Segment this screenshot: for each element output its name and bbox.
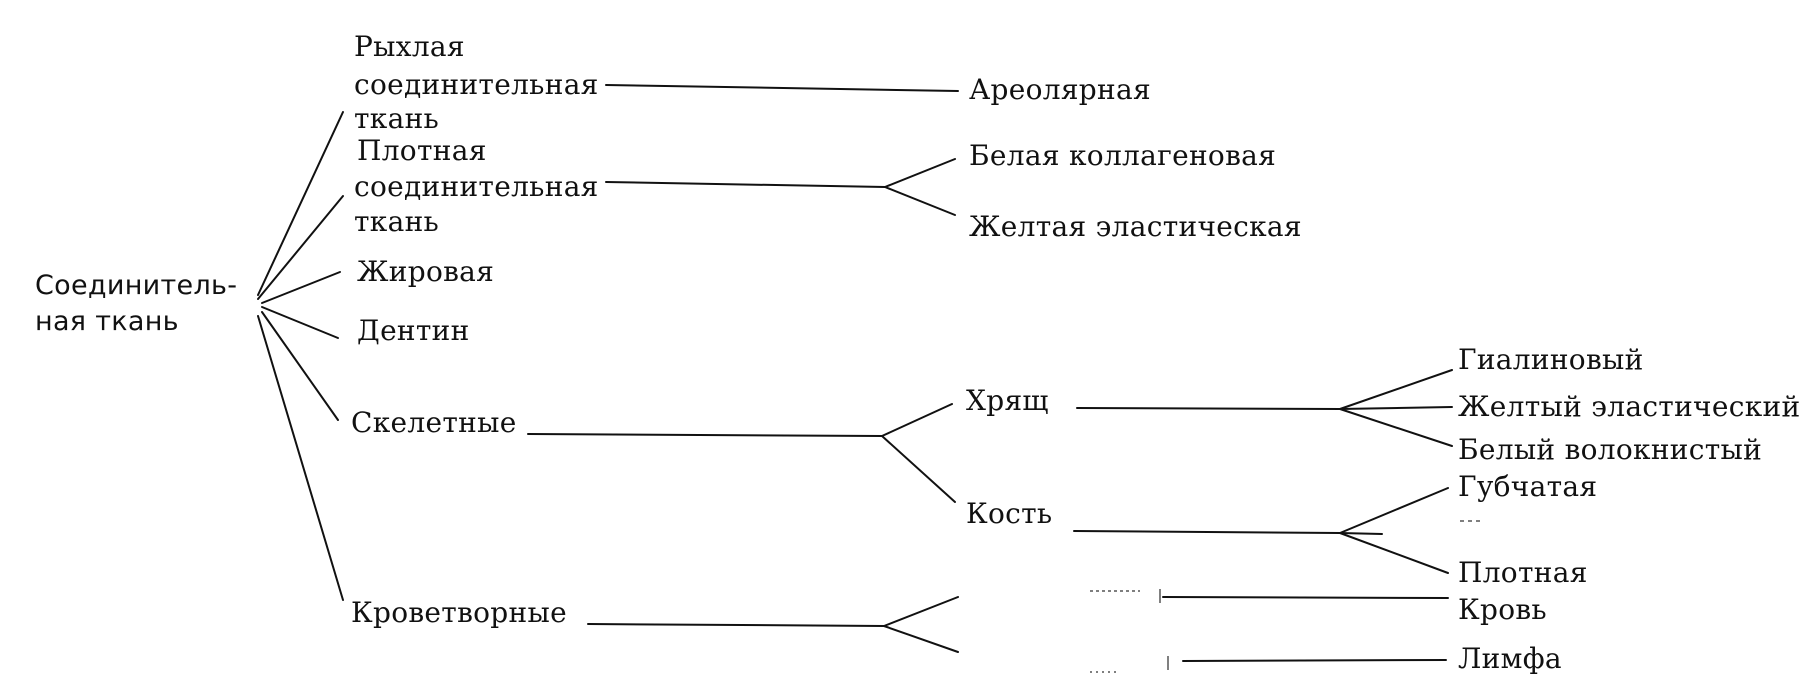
bone-label: Кость bbox=[966, 497, 1052, 530]
edge-blood bbox=[1162, 596, 1449, 599]
edge-root-hematopoietic bbox=[257, 315, 344, 601]
cartilage-label: Хрящ bbox=[966, 384, 1049, 417]
edge-hematopoietic-lower bbox=[883, 625, 959, 653]
level3-nodes: Гиалиновый Желтый эластический Белый вол… bbox=[1458, 343, 1800, 675]
loose-label-line2: соединительная bbox=[354, 68, 599, 101]
edge-skeletal-bone bbox=[881, 435, 956, 503]
level1-edges bbox=[527, 84, 959, 653]
white-fibrous-label: Белый волокнистый bbox=[1458, 433, 1762, 466]
edge-root-skeletal bbox=[261, 311, 339, 421]
dense-label-line3: ткань bbox=[354, 205, 439, 238]
level2-nodes: Ареолярная Белая коллагеновая Желтая эла… bbox=[966, 73, 1302, 530]
edge-hematopoietic-upper bbox=[883, 596, 959, 627]
dentin-label: Дентин bbox=[357, 314, 470, 347]
dense-label-line2: соединительная bbox=[354, 170, 599, 203]
root-label-line2: ная ткань bbox=[35, 306, 179, 337]
edge-root-dense bbox=[257, 195, 344, 300]
loose-label-line1: Рыхлая bbox=[354, 30, 465, 63]
edge-dense-trunk bbox=[605, 181, 886, 188]
level1-nodes: Рыхлая соединительная ткань Плотная соед… bbox=[351, 30, 599, 629]
skeletal-label: Скелетные bbox=[351, 406, 517, 439]
edge-bone-tick bbox=[1339, 532, 1383, 535]
hematopoietic-label: Кроветворные bbox=[351, 596, 567, 629]
yellow-elastic-cartilage-label: Желтый эластический bbox=[1458, 390, 1800, 423]
compact-label: Плотная bbox=[1458, 556, 1588, 589]
edge-root-loose bbox=[257, 111, 344, 296]
blood-label: Кровь bbox=[1458, 593, 1547, 626]
edge-loose-areolar bbox=[605, 84, 959, 92]
edge-dense-white-collagen bbox=[884, 158, 956, 188]
areolar-label: Ареолярная bbox=[969, 73, 1151, 106]
root-edges bbox=[257, 111, 344, 601]
white-collagen-label: Белая коллагеновая bbox=[969, 139, 1276, 172]
root-node: Соединитель- ная ткань bbox=[35, 270, 237, 337]
edge-dense-yellow-elastic bbox=[884, 186, 956, 216]
root-label-line1: Соединитель- bbox=[35, 270, 237, 301]
yellow-elastic-label: Желтая эластическая bbox=[969, 210, 1302, 243]
edge-skeletal-cartilage bbox=[881, 403, 953, 437]
edge-hematopoietic-trunk bbox=[587, 623, 885, 627]
scan-specks bbox=[1090, 520, 1480, 673]
edge-cartilage-hyaline bbox=[1339, 369, 1453, 410]
dense-label-line1: Плотная bbox=[357, 134, 487, 167]
loose-label-line3: ткань bbox=[354, 102, 439, 135]
edge-cartilage-white-fibrous bbox=[1339, 408, 1453, 447]
edge-bone-spongy bbox=[1339, 487, 1449, 534]
edge-root-adipose bbox=[261, 271, 341, 304]
hyaline-label: Гиалиновый bbox=[1458, 343, 1644, 376]
level2-edges bbox=[1073, 369, 1453, 662]
edge-root-dentin bbox=[261, 306, 339, 339]
edge-bone-compact bbox=[1339, 532, 1449, 574]
lymph-label: Лимфа bbox=[1458, 642, 1562, 675]
edge-cartilage-trunk bbox=[1076, 407, 1341, 410]
adipose-label: Жировая bbox=[357, 255, 494, 288]
edge-skeletal-trunk bbox=[527, 433, 883, 437]
edge-bone-trunk bbox=[1073, 530, 1341, 534]
edge-cartilage-yellow-elastic bbox=[1339, 406, 1453, 410]
spongy-label: Губчатая bbox=[1458, 470, 1597, 503]
edge-lymph bbox=[1182, 659, 1447, 662]
